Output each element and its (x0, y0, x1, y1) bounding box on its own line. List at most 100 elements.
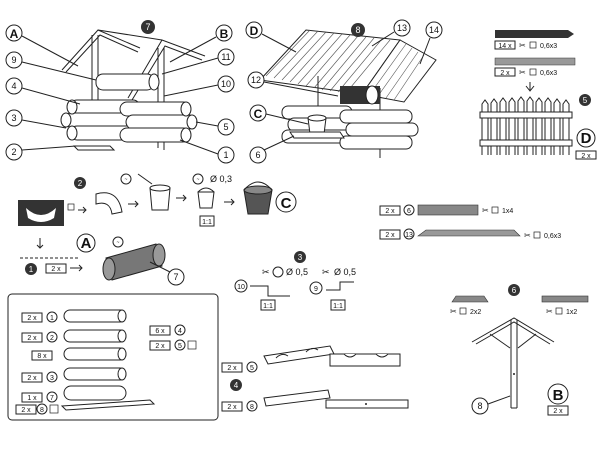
frame-part-left: ✂ 2x2 (450, 295, 489, 316)
step-7-number: 7 (145, 22, 150, 32)
part-callouts-left: 9 4 3 2 (5, 51, 97, 161)
step-4-number: 4 (234, 381, 239, 390)
log-6-qty: 2 x (21, 407, 31, 414)
wire-ratio: 1:1 (202, 219, 212, 226)
part-callouts-right: 11 10 5 1 (161, 48, 235, 164)
finished-well-assembly (258, 29, 437, 158)
step-6-badge (508, 284, 520, 296)
log-5-qty: 1 x (27, 395, 37, 402)
fence-rail-qty: 2 x (500, 70, 510, 77)
fence-picket-dim: 0,6x3 (540, 43, 557, 50)
arrow-2 (128, 200, 139, 208)
arrow-down (36, 238, 44, 249)
part-12: 12 (251, 75, 261, 85)
part-9-bend: 9 (314, 286, 318, 293)
arrow-5 (70, 264, 83, 272)
glue-icon-1 (120, 173, 132, 185)
svg-text:✂: ✂ (524, 231, 531, 240)
step-3-number: 3 (298, 253, 303, 262)
arrow-1 (78, 206, 87, 214)
windlass-log (102, 243, 166, 281)
roof-plank-6: 2 x 6 ✂ 1x4 (379, 204, 513, 216)
step-2-badge (74, 177, 86, 189)
part-8-qty: 2 x (227, 404, 237, 411)
callout-b-frame-label: B (553, 387, 564, 404)
part-14: 14 (429, 25, 439, 35)
callout-a-label: A (10, 27, 19, 41)
callout-c-label: C (254, 107, 263, 121)
callout-d-label: D (250, 24, 259, 38)
part-6: 6 (255, 150, 260, 160)
svg-text:✂: ✂ (262, 267, 270, 277)
callout-a (5, 24, 23, 42)
svg-text:✂: ✂ (519, 41, 526, 50)
axle-9-phi: Ø 0,5 (334, 267, 356, 277)
callout-a-windlass (76, 233, 96, 253)
svg-text:✂: ✂ (482, 206, 489, 215)
part-5-num: 5 (250, 365, 254, 372)
log-side-qty-1: 6 x (155, 328, 165, 335)
fence-count: 2 x (581, 153, 591, 160)
small-bucket (197, 191, 215, 209)
callout-b (215, 24, 233, 42)
glue-icon-3 (112, 236, 124, 248)
cord-qty: 2 x (51, 266, 61, 273)
axle-9-ratio: 1:1 (333, 303, 343, 310)
bent-plate (95, 192, 123, 215)
frame-count: 2 x (553, 408, 563, 415)
frame-part-8: 8 (477, 401, 482, 411)
plank-13-part: 13 (405, 232, 413, 239)
arrow-4 (224, 198, 235, 206)
log-side-part-1: 4 (178, 328, 182, 335)
log-side-part-2: 5 (178, 343, 182, 350)
axle-9: ✂ Ø 0,5 9 1:1 (309, 267, 356, 311)
frame-right-dim: 1x2 (566, 309, 577, 316)
part-10: 10 (221, 79, 231, 89)
fence-rail-dim: 0,6x3 (540, 70, 557, 77)
step-8-badge (351, 23, 365, 37)
axle-10-ratio: 1:1 (263, 303, 273, 310)
plank-6-dim: 1x4 (502, 208, 513, 215)
log-4-part: 3 (50, 375, 54, 382)
glue-icon-2 (192, 173, 204, 185)
part-3: 3 (11, 113, 16, 123)
axle-10: ✂ Ø 0,5 10 1:1 (234, 266, 308, 311)
fence-panel (479, 96, 573, 155)
part-5: 5 (223, 122, 228, 132)
part-13: 13 (397, 23, 407, 33)
step-2-number: 2 (78, 179, 83, 188)
part-2: 2 (11, 147, 16, 157)
part-8-plank: 2 x 8 (221, 389, 409, 412)
step-3-badge (294, 251, 306, 263)
logs-parts-list: 2 x 1 2 x 2 8 x 2 x 3 1 x 7 2 x 8 6 x 4 … (15, 309, 197, 415)
svg-text:~: ~ (125, 177, 128, 183)
plank-13-dim: 0,6x3 (544, 233, 561, 240)
step-8-number: 8 (355, 25, 360, 35)
callout-c-bucket (275, 191, 297, 213)
wire-thickness: Ø 0,3 (210, 174, 232, 184)
axle-10-phi: Ø 0,5 (286, 267, 308, 277)
svg-text:✂: ✂ (519, 68, 526, 77)
part-8-num: 8 (250, 404, 254, 411)
roof-frame-b (471, 317, 555, 409)
part-11: 11 (221, 52, 230, 62)
fence-picket-qty: 14 x (498, 43, 512, 50)
arrow-3 (176, 194, 187, 202)
step-7-badge (141, 20, 155, 34)
log-2-qty: 2 x (27, 335, 37, 342)
roof-plank-13: 2 x 13 ✂ 0,6x3 (379, 228, 561, 240)
log-5-part: 7 (50, 395, 54, 402)
step-5-badge (579, 94, 591, 106)
part-10-bend: 10 (237, 284, 245, 291)
part-1: 1 (223, 150, 228, 160)
frame-left-dim: 2x2 (470, 309, 481, 316)
log-1-qty: 2 x (27, 315, 37, 322)
plank-6-qty: 2 x (385, 208, 395, 215)
bucket-template (18, 200, 75, 226)
svg-text:~: ~ (117, 240, 120, 246)
log-3-qty: 8 x (37, 353, 47, 360)
svg-text:✂: ✂ (450, 307, 457, 316)
log-1-part: 1 (50, 315, 54, 322)
part-5-notched: 2 x 5 (221, 345, 401, 373)
